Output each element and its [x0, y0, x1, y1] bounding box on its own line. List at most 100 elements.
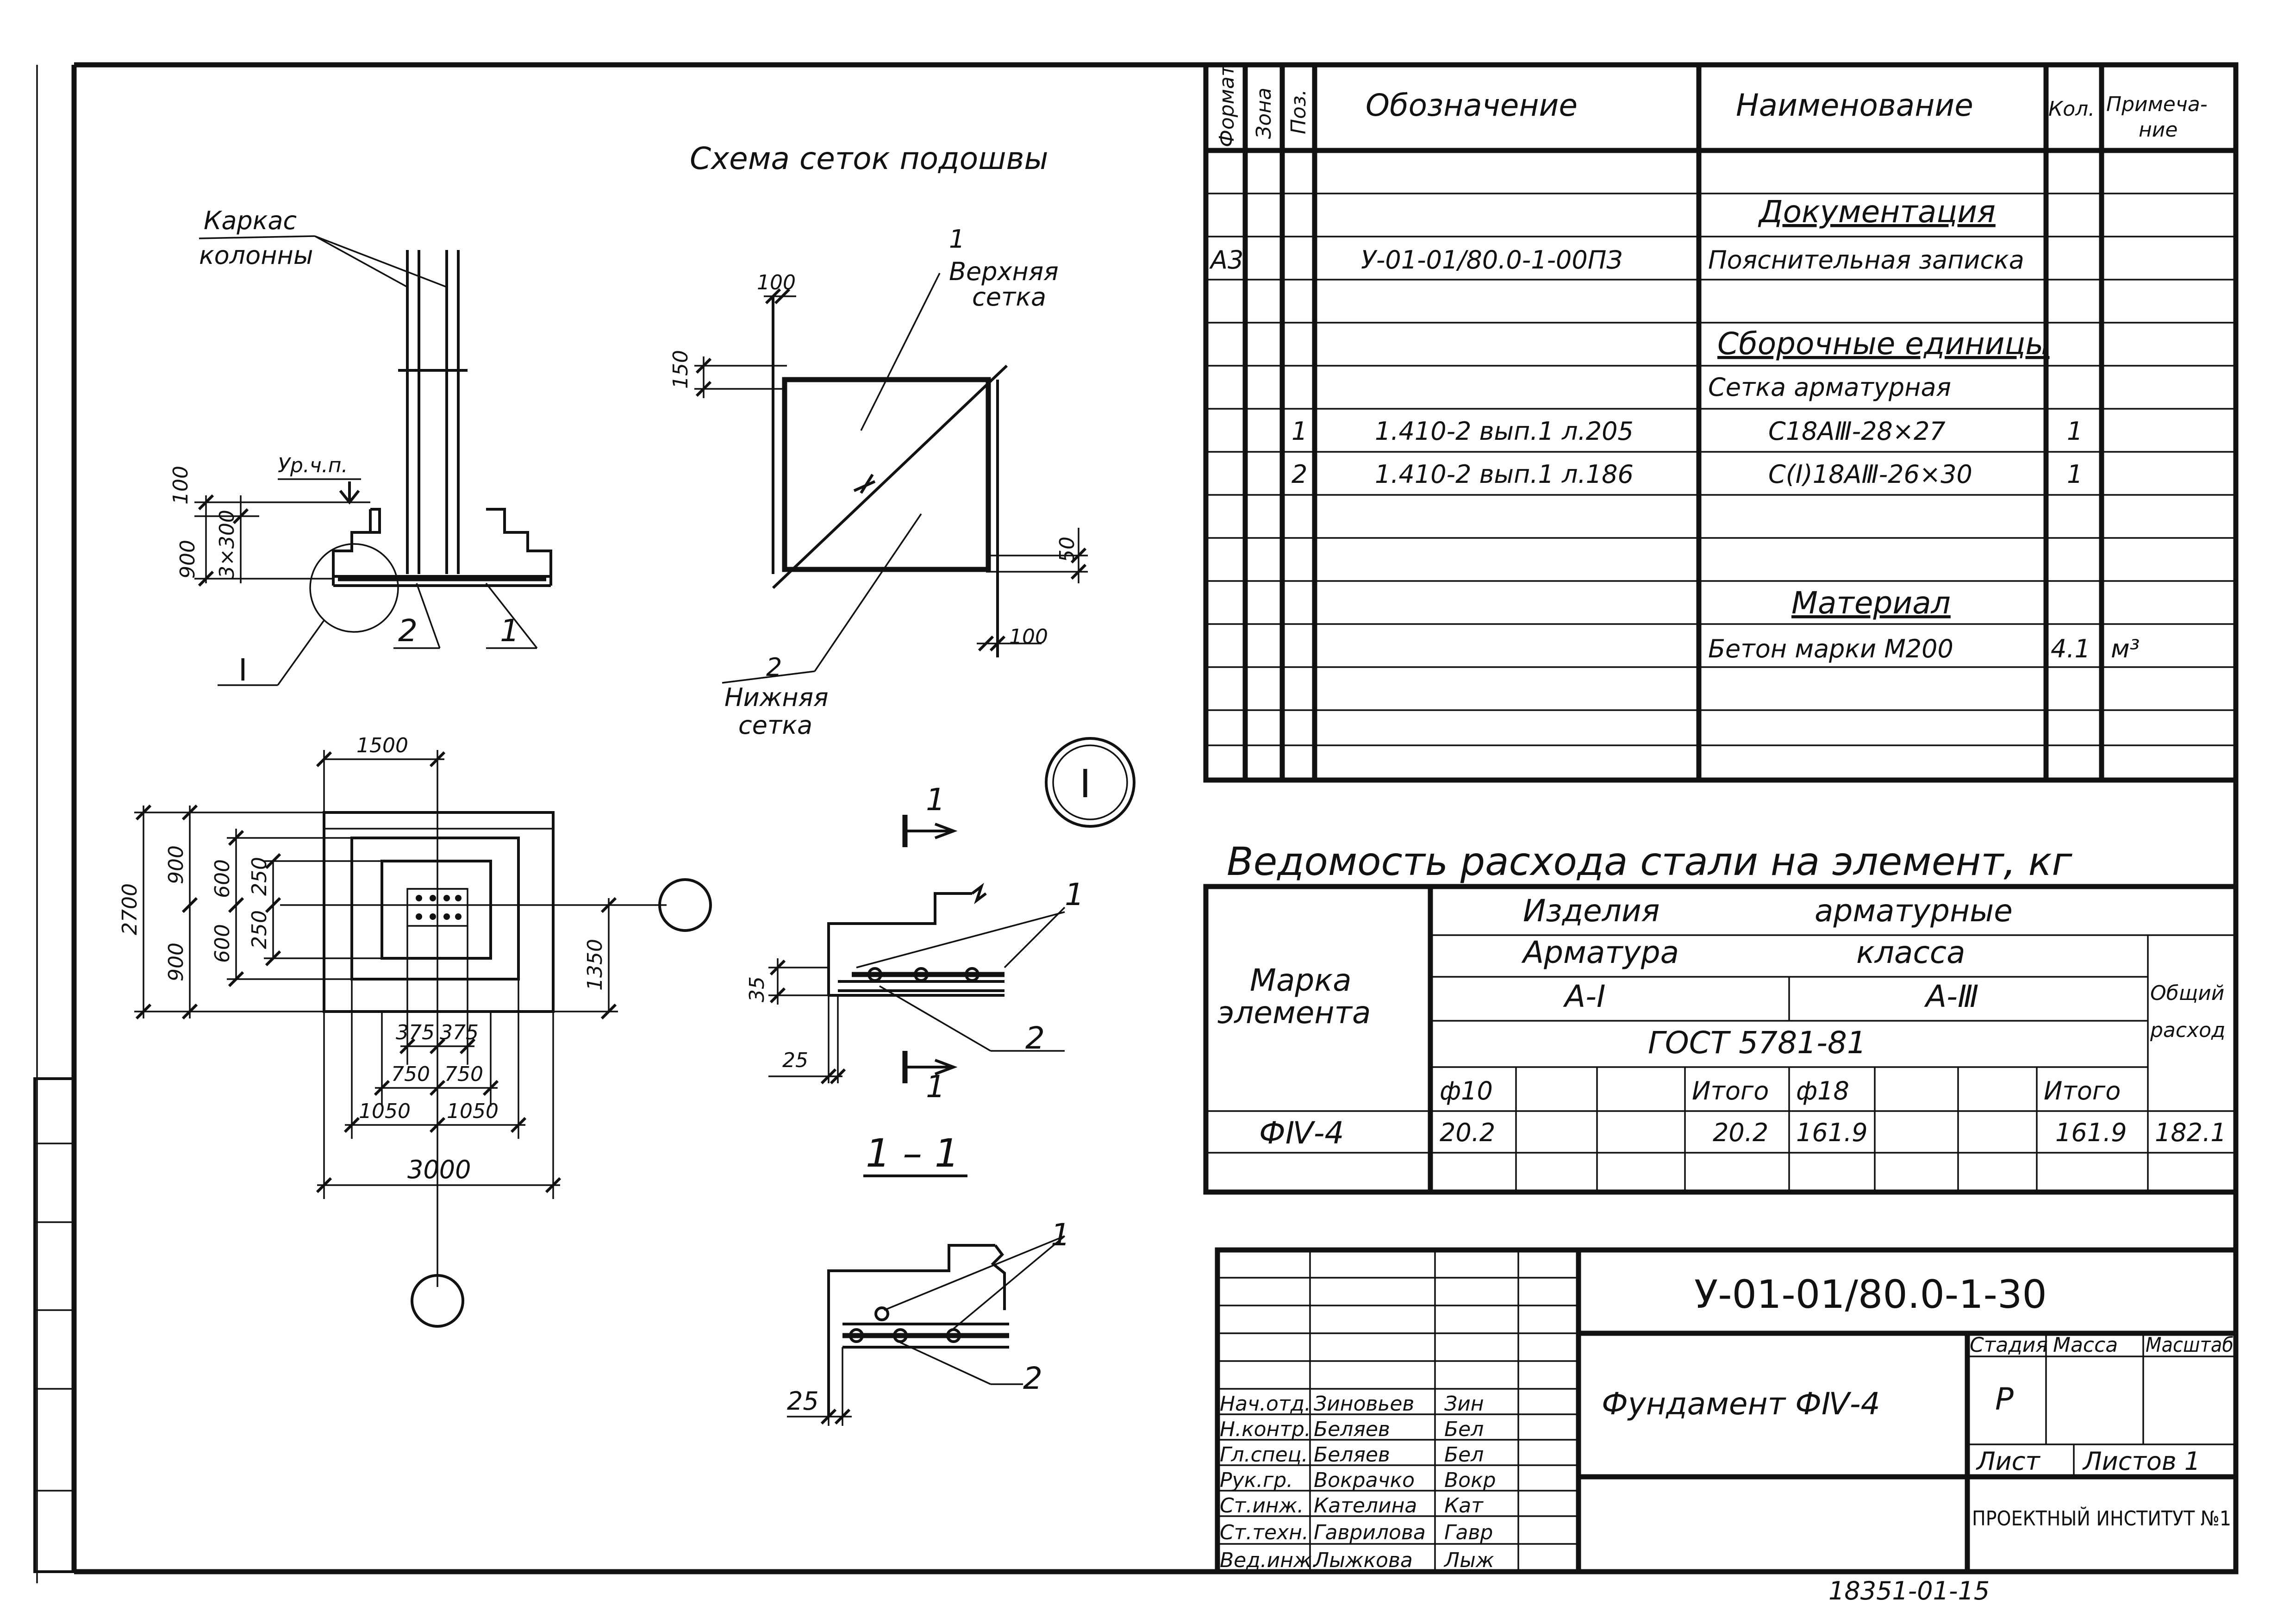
spec-concrete-qty: 4.1 — [2051, 634, 2090, 663]
section-dim-25: 25 — [782, 1049, 808, 1072]
section-cut-2: 1 — [926, 1069, 945, 1105]
spec-row1-qty: 1 — [2067, 417, 2083, 446]
mesh-label-2: 2 — [766, 653, 782, 682]
tb-sheet-label: Лист — [1976, 1447, 2040, 1476]
mesh-scheme — [694, 273, 1088, 684]
tb-role-4: Рук.гр. — [1220, 1468, 1293, 1492]
tb-name-6: Гаврилова — [1314, 1521, 1426, 1544]
spec-row1-designation: 1.410-2 вып.1 л.205 — [1375, 417, 1634, 446]
sheet-frame — [33, 62, 2239, 1583]
spec-header-zone: Зона — [1252, 87, 1276, 139]
plan-dim-375a: 375 — [396, 1021, 435, 1044]
spec-header-pos: Поз. — [1287, 89, 1310, 134]
steel-row-v4: 161.9 — [2055, 1118, 2127, 1147]
spec-header-designation: Обозначение — [1366, 87, 1578, 123]
tb-name-5: Кателина — [1314, 1494, 1417, 1518]
elev-pos-2: 2 — [398, 613, 418, 649]
tb-name-4: Вокрачко — [1314, 1468, 1415, 1492]
steel-h-total-1: Общий — [2150, 981, 2224, 1005]
steel-title: Ведомость расхода стали на элемент, кг — [1227, 839, 2072, 884]
mesh-dim-150: 150 — [669, 350, 693, 389]
tb-role-6: Ст.техн. — [1220, 1521, 1309, 1544]
plan-dim-1050b: 1050 — [447, 1099, 499, 1123]
spec-section-material: Материал — [1791, 585, 1951, 621]
tb-name-1: Зиновьев — [1314, 1392, 1414, 1416]
dim-900-elev: 900 — [176, 540, 200, 579]
mesh-label-top: Верхняя — [949, 257, 1059, 286]
steel-h-total-2: расход — [2150, 1018, 2225, 1042]
tb-name-2: Беляев — [1314, 1418, 1390, 1441]
tb-sign-5: Кат — [1444, 1494, 1484, 1518]
tb-org: ПРОЕКТНЫЙ ИНСТИТУТ №1 — [1972, 1506, 2231, 1530]
spec-header-format: Формат — [1215, 64, 1239, 147]
label-column: колонны — [199, 241, 313, 270]
spec-row2-name: С(І)18АⅢ-26×30 — [1768, 460, 1972, 489]
elevation-view — [194, 235, 552, 686]
node-dim-25: 25 — [787, 1387, 819, 1416]
plan-dim-250b: 250 — [248, 910, 271, 949]
plan-dim-600a: 600 — [211, 859, 234, 898]
plan-dim-1050a: 1050 — [359, 1099, 411, 1123]
spec-table-grid — [1203, 62, 2239, 783]
spec-concrete-name: Бетон марки М200 — [1708, 634, 1953, 663]
plan-dim-750b: 750 — [444, 1062, 483, 1086]
steel-col-f18: ф18 — [1796, 1076, 1849, 1106]
spec-row2-pos: 2 — [1292, 460, 1307, 489]
section-dim-35: 35 — [745, 976, 769, 1002]
steel-col-total-a3: Итого — [2044, 1076, 2121, 1106]
mesh-label-1: 1 — [949, 225, 965, 254]
mesh-dim-100-right: 100 — [1009, 625, 1048, 649]
steel-h-gost: ГОСТ 5781-81 — [1648, 1025, 1866, 1061]
tb-role-5: Ст.инж. — [1220, 1494, 1304, 1518]
footer-code: 18351-01-15 — [1828, 1576, 1990, 1605]
spec-header-name: Наименование — [1736, 87, 1973, 123]
spec-section-assembly: Сборочные единицы — [1717, 326, 2050, 362]
steel-h-mark-2: элемента — [1217, 995, 1371, 1031]
mesh-label-bottom2: сетка — [738, 711, 812, 740]
label-level: Ур.ч.п. — [278, 454, 348, 477]
spec-row2-qty: 1 — [2067, 460, 2083, 489]
spec-doc-name: Пояснительная записка — [1708, 245, 2024, 275]
plan-dim-2700: 2700 — [118, 883, 142, 935]
plan-dim-1500: 1500 — [356, 734, 408, 757]
plan-dim-750a: 750 — [391, 1062, 430, 1086]
plan-dim-1350: 1350 — [583, 939, 607, 991]
steel-h-rebar-2: класса — [1856, 935, 1965, 970]
tb-name-3: Беляев — [1314, 1443, 1390, 1467]
steel-h-a1: А-I — [1563, 979, 1605, 1014]
steel-col-f10: ф10 — [1440, 1076, 1493, 1106]
tb-sign-7: Лыж — [1443, 1549, 1494, 1572]
steel-row-v2: 20.2 — [1713, 1118, 1768, 1147]
plan-view — [134, 750, 712, 1328]
tb-mass-label: Масса — [2053, 1333, 2118, 1357]
steel-h-mark-1: Марка — [1250, 962, 1352, 998]
tb-name: Фундамент ФⅣ-4 — [1602, 1386, 1880, 1422]
elev-pos-1: 1 — [500, 613, 519, 649]
section-pos-1: 1 — [1065, 877, 1084, 912]
plan-dim-375b: 375 — [440, 1021, 479, 1044]
spec-row1-name: С18АⅢ-28×27 — [1768, 417, 1946, 446]
section-pos-2: 2 — [1025, 1020, 1045, 1056]
spec-doc-format: А3 — [1209, 245, 1243, 275]
tb-sign-1: Зин — [1444, 1392, 1484, 1416]
node-pos-1: 1 — [1051, 1217, 1070, 1253]
spec-subsection-mesh: Сетка арматурная — [1708, 373, 1951, 402]
schema-title: Схема сеток подошвы — [690, 141, 1048, 176]
tb-sheets-label: Листов 1 — [2082, 1447, 2200, 1476]
title-block-grid — [1215, 1247, 2239, 1574]
mesh-dim-50: 50 — [1055, 537, 1079, 562]
tb-sign-4: Вокр — [1444, 1468, 1496, 1492]
spec-header-note-2: ние — [2139, 118, 2177, 142]
node-detail — [787, 1235, 1066, 1426]
spec-row2-designation: 1.410-2 вып.1 л.186 — [1375, 460, 1634, 489]
steel-row-v3: 161.9 — [1796, 1118, 1868, 1147]
plan-dim-3000: 3000 — [407, 1155, 471, 1184]
tb-role-7: Вед.инж. — [1220, 1549, 1318, 1572]
tb-stage-label: Стадия — [1970, 1333, 2048, 1357]
tb-sign-3: Бел — [1444, 1443, 1484, 1467]
steel-row-mark: ФⅣ-4 — [1259, 1115, 1344, 1151]
steel-h-items-2: арматурные — [1815, 893, 2013, 929]
spec-header-qty: Кол. — [2048, 97, 2095, 121]
spec-header-note-1: Примеча- — [2106, 93, 2208, 116]
